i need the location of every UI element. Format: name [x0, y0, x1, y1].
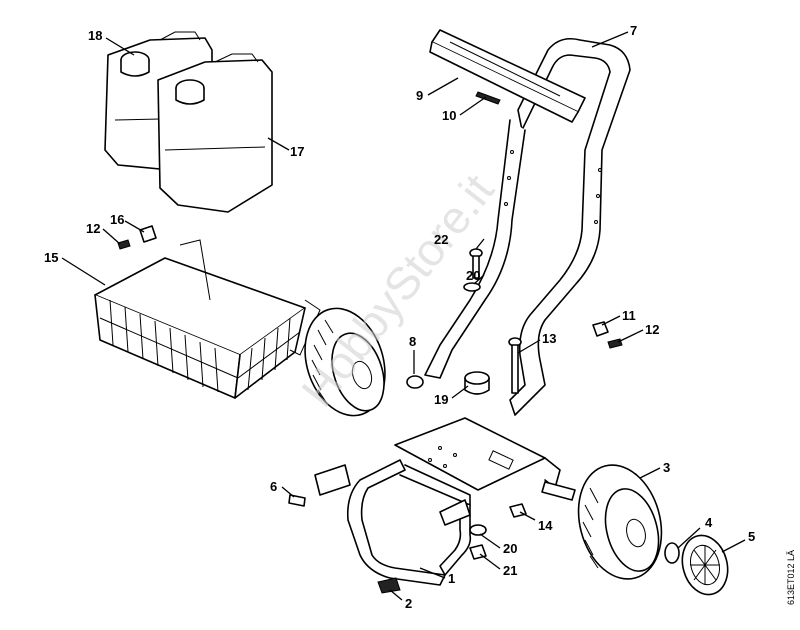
bolt-13 — [508, 337, 522, 394]
wheel-left — [304, 307, 386, 417]
callout-4: 4 — [705, 515, 713, 530]
callout-9: 9 — [416, 88, 423, 103]
callout-15: 15 — [44, 250, 58, 265]
callout-13: 13 — [542, 331, 556, 346]
nut-14 — [509, 503, 527, 518]
callout-14: 14 — [538, 518, 553, 533]
callout-3: 3 — [663, 460, 670, 475]
callout-18: 18 — [88, 28, 102, 43]
callout-10: 10 — [442, 108, 456, 123]
drawing-code: 613ET012 LÄ — [786, 550, 796, 605]
hubcap-5 — [681, 534, 729, 596]
callout-labels: 18 17 12 16 15 7 9 10 22 20 8 13 11 12 1… — [44, 23, 755, 611]
callout-12-right: 12 — [645, 322, 659, 337]
handle-grip — [429, 29, 586, 123]
callout-20-bottom: 20 — [503, 541, 517, 556]
clip-16 — [139, 225, 157, 243]
screw-12-left — [117, 239, 131, 250]
callout-20-top: 20 — [466, 268, 480, 283]
callout-5: 5 — [748, 529, 755, 544]
callout-7: 7 — [630, 23, 637, 38]
callout-12-left: 12 — [86, 221, 100, 236]
callout-22: 22 — [434, 232, 448, 247]
handle-frame — [424, 37, 631, 416]
base-frame — [314, 417, 576, 586]
callout-11: 11 — [622, 308, 636, 323]
callout-21: 21 — [503, 563, 517, 578]
leader-lines — [61, 31, 746, 601]
callout-2: 2 — [405, 596, 412, 611]
washer-20-top — [463, 282, 481, 292]
washer-4 — [664, 542, 680, 564]
buffer-19 — [464, 371, 490, 395]
foot-2 — [377, 577, 401, 594]
callout-8: 8 — [409, 334, 416, 349]
canister-front — [157, 53, 273, 213]
screw-10 — [475, 91, 501, 105]
pin-6 — [288, 494, 306, 507]
callout-17: 17 — [290, 144, 304, 159]
wire-basket — [94, 239, 321, 399]
nut-11 — [592, 321, 609, 337]
callout-6: 6 — [270, 479, 277, 494]
cap-18 — [120, 51, 150, 77]
washer-20-bottom — [469, 524, 487, 536]
bolt-22 — [469, 248, 483, 279]
callout-19: 19 — [434, 392, 448, 407]
callout-16: 16 — [110, 212, 124, 227]
callout-1: 1 — [448, 571, 455, 586]
cap-8 — [406, 375, 424, 389]
wheel-right — [577, 464, 663, 580]
screw-12-right — [607, 338, 623, 349]
